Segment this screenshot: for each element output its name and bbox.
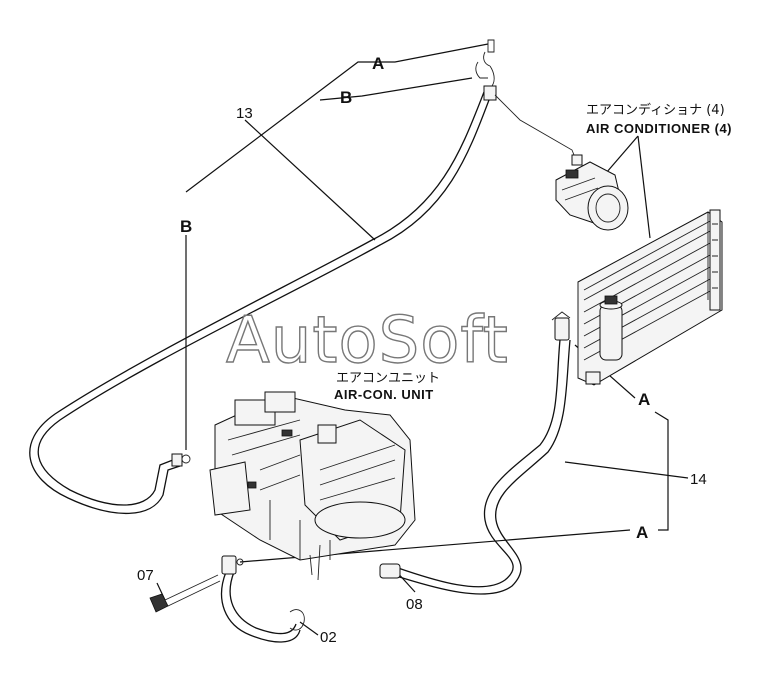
air-conditioner-label-jp: エアコンディショナ (4) xyxy=(586,102,725,118)
callout-a-mid: A xyxy=(638,390,650,409)
part-number-14: 14 xyxy=(690,471,707,488)
aircon-unit-label-jp: エアコンユニット xyxy=(336,371,440,386)
callout-a-bottom: A xyxy=(636,523,648,542)
callout-b-left: B xyxy=(180,217,192,236)
callout-b-top: B xyxy=(340,88,352,107)
aircon-unit-label-en: AIR-CON. UNIT xyxy=(334,387,434,402)
compressor xyxy=(555,154,629,231)
part-number-07: 07 xyxy=(137,567,154,584)
aircon-unit xyxy=(209,391,416,581)
hose-14 xyxy=(379,311,571,595)
callout-a-top: A xyxy=(372,54,384,73)
part-number-13: 13 xyxy=(236,105,253,122)
air-conditioner-label-en: AIR CONDITIONER (4) xyxy=(586,121,732,136)
part-number-02: 02 xyxy=(320,629,337,646)
hose-02 xyxy=(149,555,305,643)
part-number-08: 08 xyxy=(406,596,423,613)
condenser xyxy=(577,209,723,386)
watermark: AutoSoft xyxy=(226,304,509,378)
hose-13 xyxy=(29,39,579,515)
